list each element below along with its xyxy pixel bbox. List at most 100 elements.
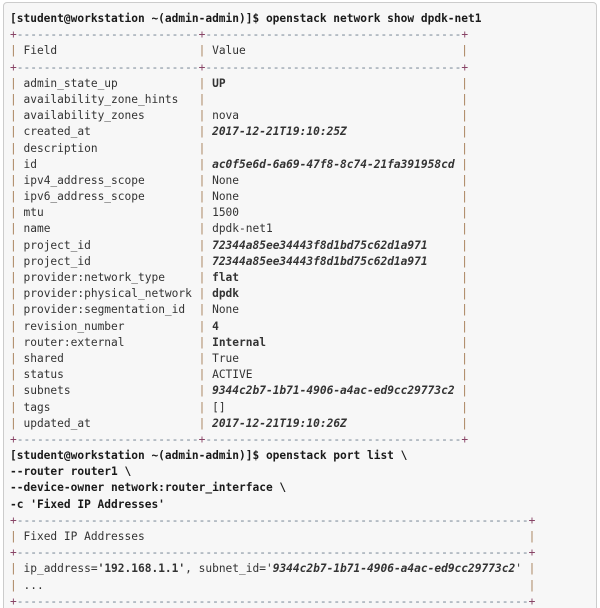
table-row: |subnets|9344c2b7-1b71-4906-a4ac-ed9cc29… <box>10 383 596 399</box>
pipe-glyph: | <box>461 157 469 171</box>
pipe-glyph: | <box>461 416 469 430</box>
dash-segment: --------------------------- <box>16 60 199 74</box>
field-cell: provider:physical_network <box>23 287 192 301</box>
table-row: |mtu|1500| <box>10 205 596 221</box>
field-cell: availability_zones <box>23 109 145 123</box>
fixed-ip-cell: ip_address='192.168.1.1', subnet_id='934… <box>17 561 529 577</box>
field-cell: provider:segmentation_id <box>23 303 186 317</box>
pipe-glyph: | <box>461 190 469 204</box>
table-row: |created_at|2017-12-21T19:10:25Z| <box>10 124 596 140</box>
value-cell: None <box>212 303 240 317</box>
field-cell: id <box>23 157 37 171</box>
field-cell: name <box>23 222 51 236</box>
pipe-glyph: | <box>528 562 536 576</box>
field-cell: mtu <box>23 206 44 220</box>
field-cell: router:external <box>23 335 125 349</box>
pipe-glyph: | <box>461 400 469 414</box>
pipe-glyph: | <box>461 173 469 187</box>
table-row: |status|ACTIVE| <box>10 367 596 383</box>
field-header-cell: Field <box>23 44 58 58</box>
pipe-glyph: | <box>198 222 206 236</box>
ellipsis-cell: ... <box>23 578 44 592</box>
ip-address-value: '192.168.1.1' <box>97 562 186 576</box>
command-continuation-device-owner: --device-owner network:router_interface … <box>10 481 287 495</box>
pipe-glyph: | <box>198 109 206 123</box>
pipe-glyph: | <box>198 254 206 268</box>
pipe-glyph: | <box>198 351 206 365</box>
pipe-glyph: | <box>461 222 469 236</box>
field-cell: tags <box>23 400 51 414</box>
table-border-line: +---------------------------+-----------… <box>10 60 596 76</box>
table-row: |availability_zones|nova| <box>10 108 596 124</box>
pipe-glyph: | <box>461 384 469 398</box>
table-border-line: +---------------------------------------… <box>10 545 596 561</box>
plus-glyph: + <box>198 28 206 42</box>
pipe-glyph: | <box>198 125 206 139</box>
pipe-glyph: | <box>461 254 469 268</box>
pipe-glyph: | <box>10 157 17 171</box>
field-cell: description <box>23 141 98 155</box>
pipe-glyph: | <box>461 238 469 252</box>
field-cell: subnets <box>23 384 71 398</box>
field-cell: updated_at <box>23 416 91 430</box>
plus-glyph: + <box>10 60 17 74</box>
subnet-id-value: 9344c2b7-1b71-4906-a4ac-ed9cc29773c2 <box>272 562 516 576</box>
value-cell: 72344a85ee34443f8d1bd75c62d1a971 <box>212 254 428 268</box>
command-line-port-list: [student@workstation ~(admin-admin)]$ op… <box>10 449 408 463</box>
pipe-glyph: | <box>461 125 469 139</box>
pipe-glyph: | <box>461 303 469 317</box>
table-row: |provider:segmentation_id|None| <box>10 302 596 318</box>
value-cell: 9344c2b7-1b71-4906-a4ac-ed9cc29773c2 <box>212 384 455 398</box>
value-cell: 2017-12-21T19:10:25Z <box>212 125 347 139</box>
value-cell: flat <box>212 271 240 284</box>
pipe-glyph: | <box>198 271 206 284</box>
table-row: |ipv6_address_scope|None| <box>10 189 596 205</box>
subnet-id-label: , subnet_id=' <box>185 562 273 576</box>
pipe-glyph: | <box>198 76 206 90</box>
field-cell: provider:network_type <box>23 271 165 284</box>
field-cell: revision_number <box>23 319 125 333</box>
pipe-glyph: | <box>198 173 206 187</box>
pipe-glyph: | <box>461 368 469 382</box>
dash-segment: ----------------------------------------… <box>16 513 529 527</box>
field-cell: status <box>23 368 64 382</box>
plus-glyph: + <box>10 432 17 446</box>
plus-glyph: + <box>461 432 469 446</box>
value-cell: Internal <box>212 335 266 349</box>
pipe-glyph: | <box>461 319 469 333</box>
pipe-glyph: | <box>10 319 17 333</box>
table-row: |updated_at|2017-12-21T19:10:26Z| <box>10 416 596 432</box>
plus-glyph: + <box>10 546 17 560</box>
plus-glyph: + <box>528 546 536 560</box>
pipe-glyph: | <box>10 125 17 139</box>
table-row: |project_id|72344a85ee34443f8d1bd75c62d1… <box>10 254 596 270</box>
pipe-glyph: | <box>198 400 206 414</box>
pipe-glyph: | <box>528 530 536 543</box>
value-cell: 72344a85ee34443f8d1bd75c62d1a971 <box>212 238 428 252</box>
value-cell: 4 <box>212 319 219 333</box>
value-cell: dpdk <box>212 287 240 301</box>
pipe-glyph: | <box>198 92 206 106</box>
pipe-glyph: | <box>10 335 17 349</box>
table-border-line: +---------------------------------------… <box>10 594 596 608</box>
table-row: |id|ac0f5e6d-6a69-47f8-8c74-21fa391958cd… <box>10 157 596 173</box>
field-cell: ipv4_address_scope <box>23 173 145 187</box>
table-row: |description|| <box>10 141 596 157</box>
command-continuation-router: --router router1 \ <box>10 465 132 479</box>
value-cell: None <box>212 173 240 187</box>
plus-glyph: + <box>528 594 536 608</box>
pipe-glyph: | <box>198 238 206 252</box>
table-border-line: +---------------------------------------… <box>10 513 596 529</box>
pipe-glyph: | <box>10 416 17 430</box>
pipe-glyph: | <box>10 173 17 187</box>
field-cell: shared <box>23 351 64 365</box>
field-cell: project_id <box>23 238 91 252</box>
field-cell: ipv6_address_scope <box>23 190 145 204</box>
pipe-glyph: | <box>10 562 17 576</box>
table-border-line: +---------------------------+-----------… <box>10 432 596 448</box>
pipe-glyph: | <box>10 271 17 284</box>
dash-segment: --------------------------- <box>16 432 199 446</box>
plus-glyph: + <box>528 513 536 527</box>
pipe-glyph: | <box>10 190 17 204</box>
pipe-glyph: | <box>198 368 206 382</box>
